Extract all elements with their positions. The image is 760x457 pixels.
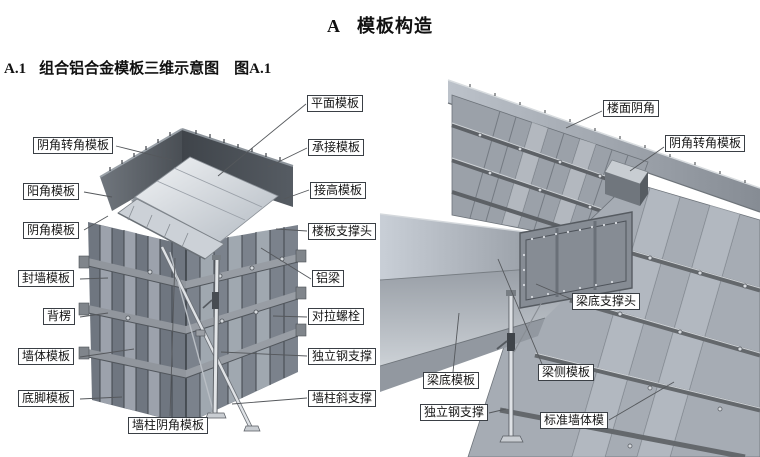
section-heading: A.1 组合铝合金模板三维示意图图A.1 [4,57,271,78]
callout-standard-wall-panel: 标准墙体模 [540,412,609,429]
callout-outer-corner-panel: 阳角模板 [23,183,80,200]
callout-flat-panel: 平面模板 [307,95,364,112]
corner-transition-block [604,159,649,206]
callout-floor-inner-corner: 楼面阴角 [603,100,660,117]
rim-clamp-ticks [109,130,281,171]
steel-prop-left-model [202,255,227,419]
left-model-illustration [78,128,307,432]
callout-steel-prop-right: 独立钢支撑 [420,404,489,421]
slab-soffit-panel-right [467,181,760,457]
beam-bottom-face [380,318,545,392]
callout-inner-corner-turn-panel-right: 阴角转角模板 [665,135,746,152]
callout-wall-end-panel: 封墙模板 [18,270,75,287]
callout-waler: 背楞 [43,308,76,325]
right-model-illustration [379,79,760,457]
page-title-prefix: A [327,16,341,36]
callout-beam-bottom-panel: 梁底模板 [423,372,480,389]
callout-inner-corner-panel: 阴角模板 [23,222,80,239]
callout-beam-side-panel: 梁侧模板 [538,364,595,381]
diagonal-brace [160,246,261,432]
beam-side-junction-panel [519,211,633,309]
section-heading-text: 组合铝合金模板三维示意图 [39,61,220,77]
leader-lines-left-model [79,103,312,417]
callout-tie-bolt: 对拉螺栓 [308,308,365,325]
leader-lines-right-model [452,110,675,421]
aluminum-beam-strip [117,198,225,260]
band-clamp-ticks [469,84,746,183]
callout-beam-bottom-prop-head: 梁底支撑头 [572,293,641,310]
upper-wall-left-face [100,129,182,211]
figure-reference: 图A.1 [234,61,272,77]
callout-slab-prop-head: 楼板支撑头 [308,223,377,240]
callout-aluminum-beam: 铝梁 [312,270,345,287]
floor-corner-band [448,80,760,212]
section-number: A.1 [4,61,27,77]
upper-wall-right-face [182,129,293,207]
callout-wall-panel: 墙体模板 [18,348,75,365]
steel-prop-right-model [496,290,544,443]
callout-inner-corner-turn-panel: 阴角转角模板 [33,137,114,154]
callout-steel-prop: 独立钢支撑 [308,348,377,365]
callout-wall-column-diagonal-brace: 墙柱斜支撑 [308,390,377,407]
page-title: A 模板构造 [0,12,760,38]
page-title-text: 模板构造 [357,16,433,36]
callout-kicker-panel: 底脚模板 [18,390,75,407]
callout-wall-column-inner-corner-panel: 墙柱阴角模板 [128,417,209,434]
callout-receiving-panel: 承接模板 [308,139,365,156]
callout-height-extension-panel: 接高模板 [310,182,367,199]
